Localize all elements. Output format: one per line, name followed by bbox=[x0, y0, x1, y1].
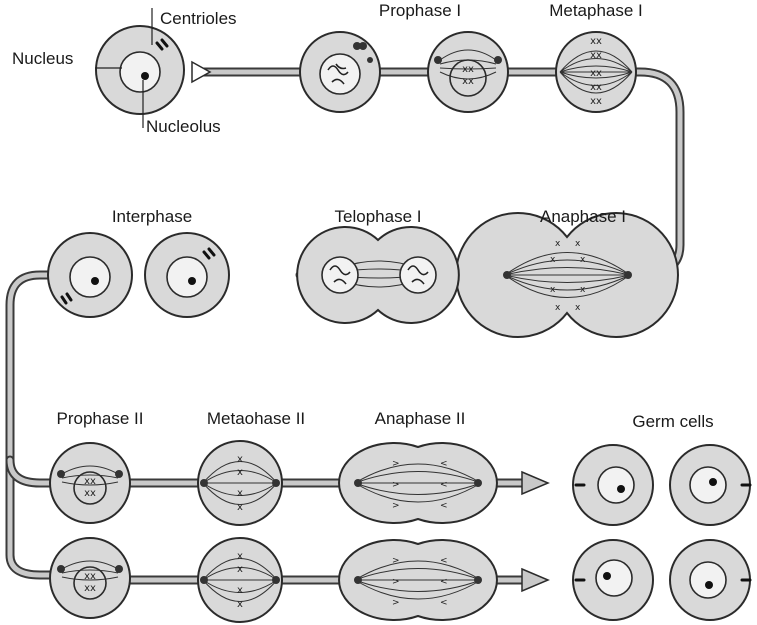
anaphase-2-cell-b: > < > < > < bbox=[338, 539, 498, 621]
svg-text:x: x bbox=[237, 599, 243, 610]
svg-text:xx: xx bbox=[462, 76, 474, 87]
svg-text:xx: xx bbox=[590, 36, 602, 47]
label-germ-cells: Germ cells bbox=[632, 412, 713, 431]
svg-text:x: x bbox=[550, 285, 556, 295]
metaphase-2-cell-b: x x x x bbox=[197, 537, 283, 623]
svg-text:x: x bbox=[237, 488, 243, 499]
label-prophase-2: Prophase II bbox=[57, 409, 144, 428]
label-nucleolus: Nucleolus bbox=[146, 117, 221, 136]
start-cell bbox=[95, 8, 185, 128]
svg-text:<: < bbox=[440, 480, 448, 490]
metaphase-1-cell: xx xx xx xx xx bbox=[555, 31, 637, 113]
svg-text:>: > bbox=[392, 501, 400, 511]
svg-text:>: > bbox=[392, 598, 400, 608]
svg-text:<: < bbox=[440, 556, 448, 566]
svg-text:xx: xx bbox=[84, 571, 96, 582]
label-anaphase-1: Anaphase I bbox=[540, 207, 626, 226]
svg-text:xx: xx bbox=[590, 82, 602, 93]
label-centrioles: Centrioles bbox=[160, 9, 237, 28]
svg-text:>: > bbox=[392, 480, 400, 490]
svg-text:x: x bbox=[575, 303, 581, 313]
metaphase-2-cell-a: x x x x bbox=[197, 440, 283, 526]
germ-cell-2 bbox=[669, 444, 752, 526]
svg-text:x: x bbox=[237, 585, 243, 596]
svg-text:>: > bbox=[392, 459, 400, 469]
svg-text:xx: xx bbox=[84, 488, 96, 499]
svg-text:xx: xx bbox=[590, 50, 602, 61]
svg-text:x: x bbox=[237, 467, 243, 478]
svg-text:<: < bbox=[440, 598, 448, 608]
svg-text:xx: xx bbox=[84, 583, 96, 594]
svg-text:xx: xx bbox=[590, 68, 602, 79]
label-anaphase-2: Anaphase II bbox=[375, 409, 466, 428]
anaphase-2-cell-a: > < > < > < bbox=[338, 442, 498, 524]
svg-text:x: x bbox=[555, 239, 561, 249]
label-metaphase-2: Metaohase II bbox=[207, 409, 305, 428]
anaphase-1-cell: x x x x x x x x bbox=[455, 212, 679, 338]
svg-text:x: x bbox=[237, 502, 243, 513]
germ-cell-3 bbox=[572, 539, 654, 621]
germ-cell-4 bbox=[669, 539, 752, 621]
label-prophase-1: Prophase I bbox=[379, 1, 461, 20]
prophase-1-cell-a bbox=[299, 31, 381, 113]
svg-text:x: x bbox=[580, 285, 586, 295]
interphase-cell-b bbox=[47, 232, 133, 318]
svg-text:x: x bbox=[575, 239, 581, 249]
svg-text:<: < bbox=[440, 501, 448, 511]
svg-text:x: x bbox=[237, 564, 243, 575]
label-metaphase-1: Metaphase I bbox=[549, 1, 643, 20]
prophase-2-cell-b: xx xx bbox=[49, 537, 131, 619]
telophase-1-cell bbox=[296, 226, 460, 324]
svg-text:xx: xx bbox=[590, 96, 602, 107]
svg-text:x: x bbox=[555, 303, 561, 313]
label-interphase: Interphase bbox=[112, 207, 192, 226]
arrow-head-2 bbox=[521, 567, 550, 593]
svg-text:<: < bbox=[440, 459, 448, 469]
arrow-head-1 bbox=[521, 470, 550, 496]
svg-text:xx: xx bbox=[84, 476, 96, 487]
svg-text:>: > bbox=[392, 577, 400, 587]
germ-cell-1 bbox=[572, 444, 654, 526]
label-telophase-1: Telophase I bbox=[335, 207, 422, 226]
svg-text:>: > bbox=[392, 556, 400, 566]
svg-text:x: x bbox=[580, 255, 586, 265]
svg-text:x: x bbox=[550, 255, 556, 265]
svg-text:xx: xx bbox=[462, 64, 474, 75]
prophase-2-cell-a: xx xx bbox=[49, 442, 131, 524]
svg-text:x: x bbox=[237, 551, 243, 562]
label-nucleus: Nucleus bbox=[12, 49, 73, 68]
prophase-1-cell-b: xx xx bbox=[427, 31, 509, 113]
svg-text:<: < bbox=[440, 577, 448, 587]
interphase-cell-a bbox=[144, 232, 230, 318]
svg-text:x: x bbox=[237, 454, 243, 465]
